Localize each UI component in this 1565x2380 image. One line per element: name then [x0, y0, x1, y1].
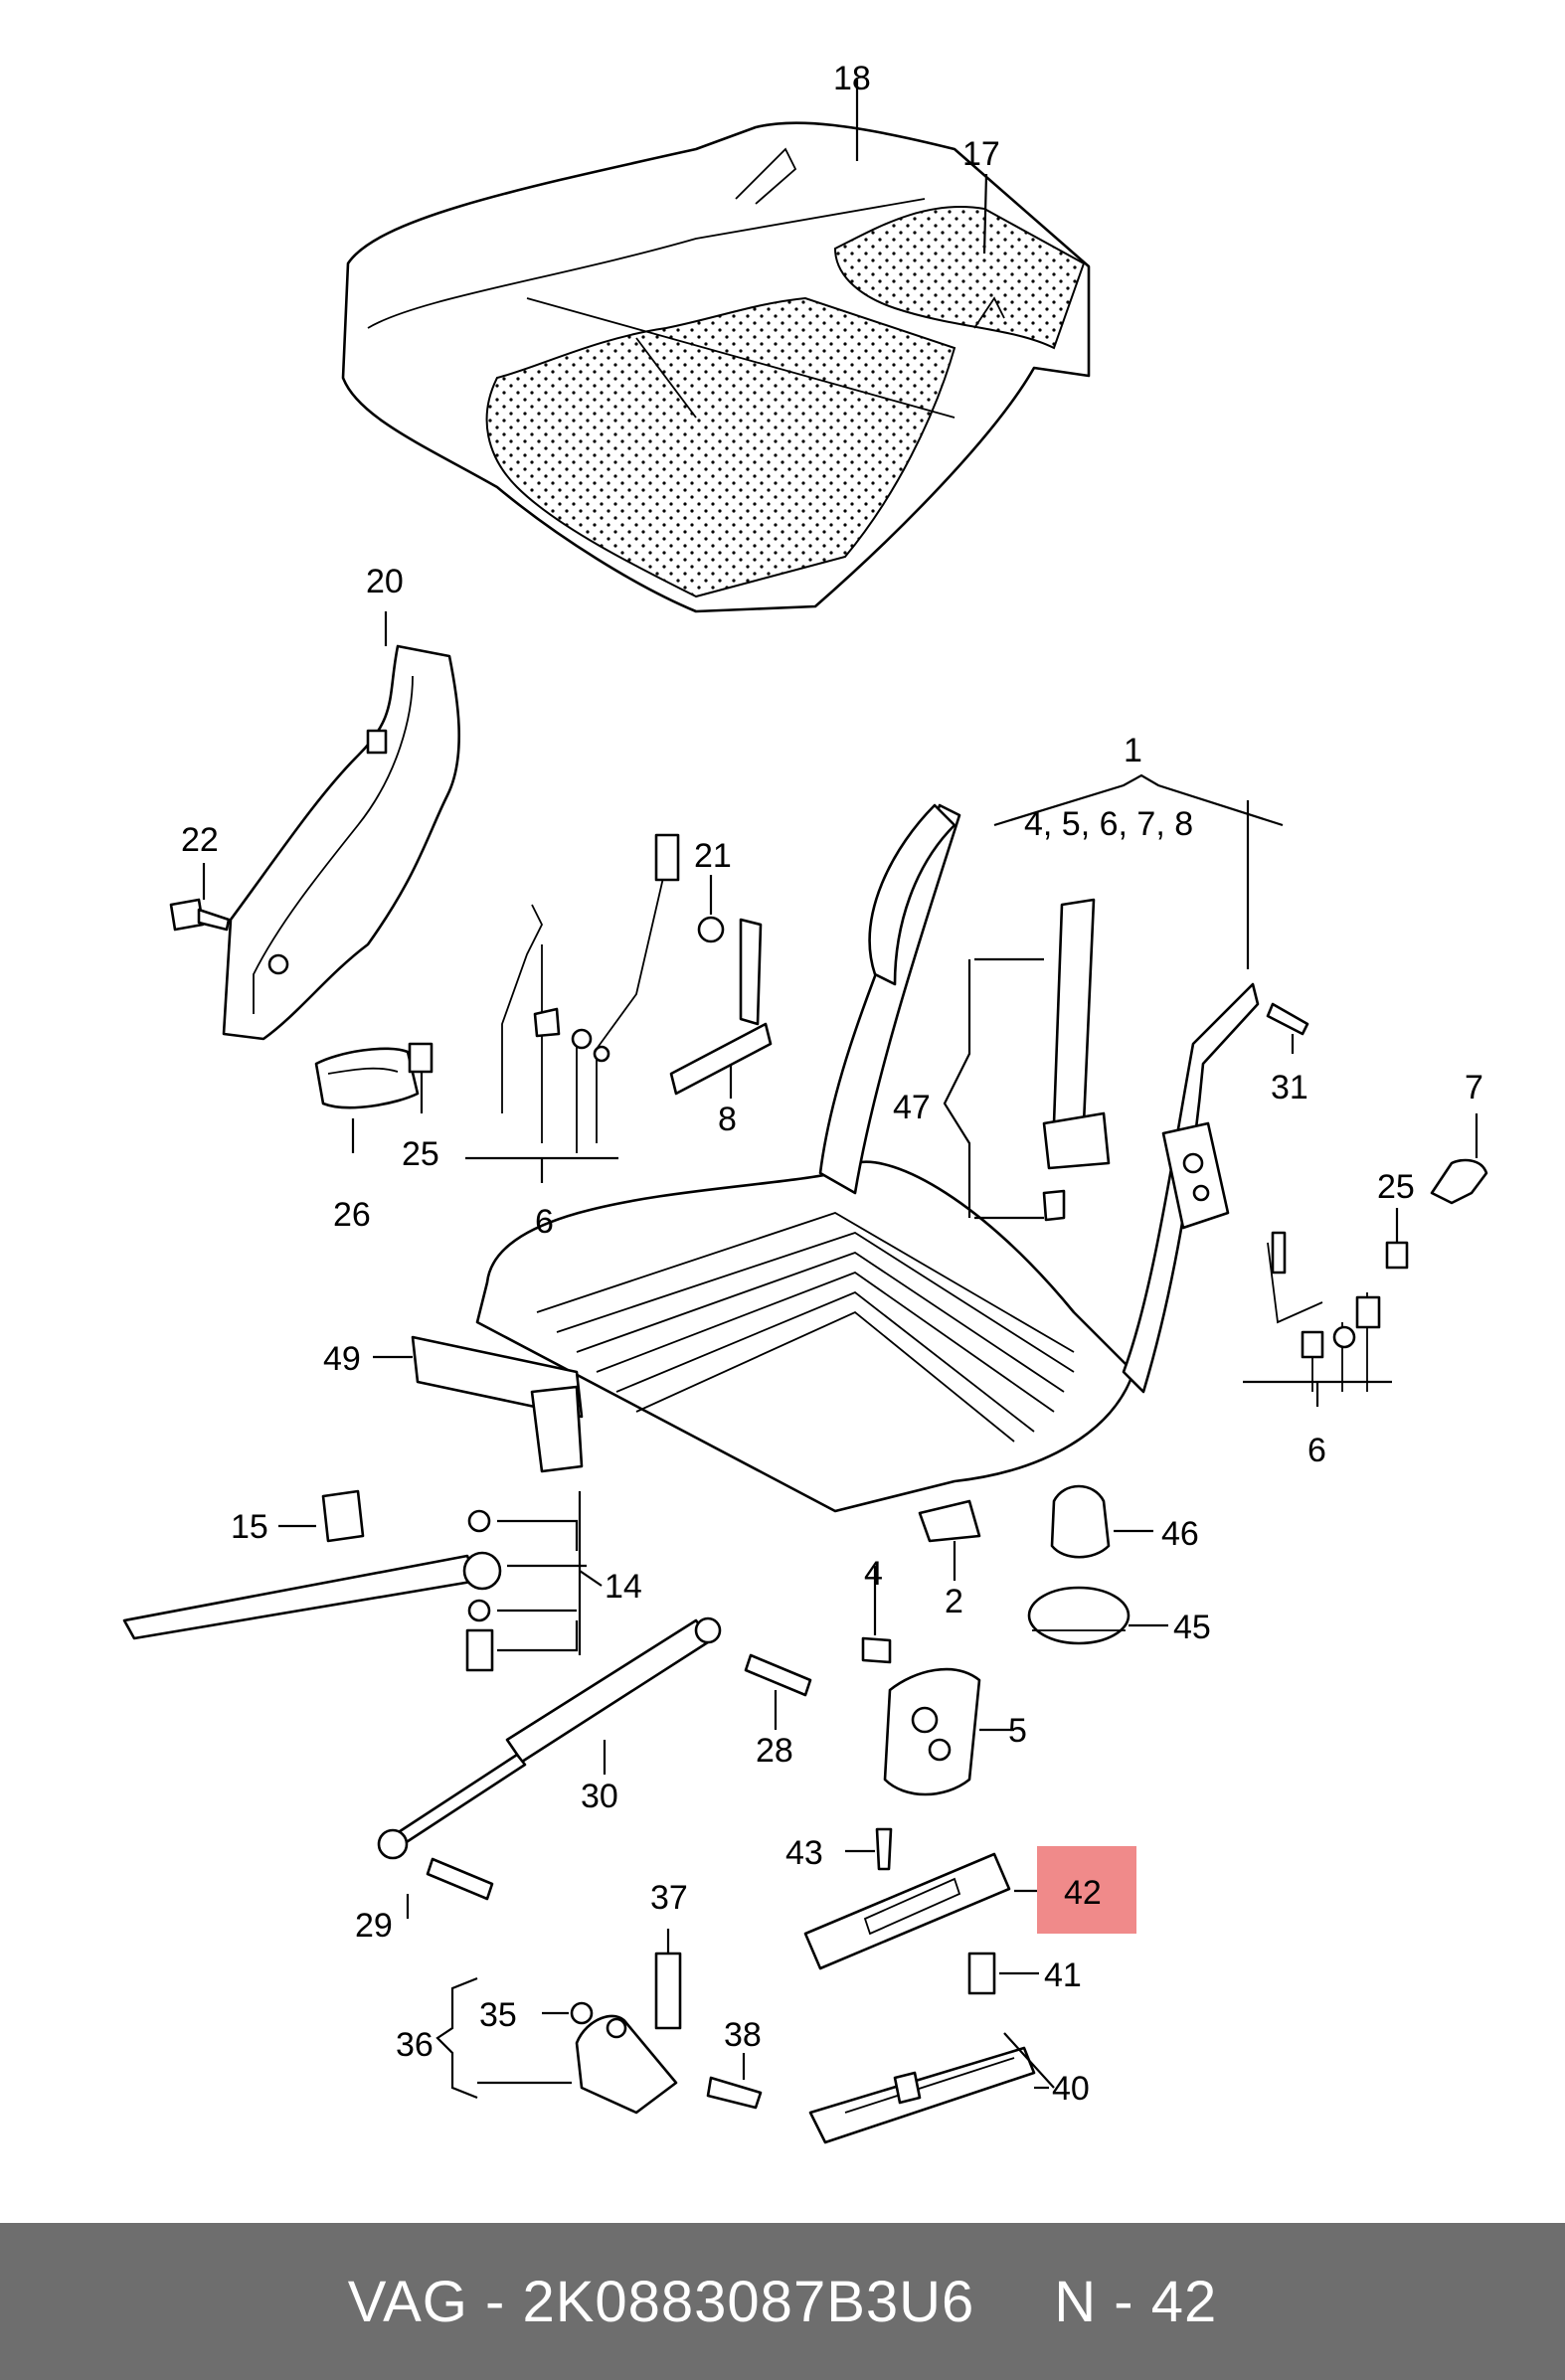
label-part-45: 45	[1173, 1609, 1211, 1646]
bolt-41	[967, 1952, 996, 1995]
label-part-20: 20	[366, 563, 404, 600]
bolt-38	[706, 2076, 763, 2110]
label-part-7: 7	[1465, 1069, 1483, 1106]
footer-part-code: VAG - 2K0883087B3U6	[347, 2269, 975, 2334]
label-part-1: 1	[1124, 732, 1142, 769]
label-part-17: 17	[962, 135, 1000, 173]
label-part-36: 36	[396, 2026, 434, 2064]
label-part-8: 8	[718, 1101, 737, 1138]
cover-42	[803, 1852, 1011, 1970]
strap-8	[669, 918, 773, 1096]
label-part-4: 4	[864, 1555, 883, 1593]
gas-strut-30	[377, 1616, 722, 1860]
label-part-40: 40	[1052, 2070, 1090, 2108]
label-part-42: 42	[1064, 1874, 1102, 1912]
label-part-37: 37	[650, 1879, 688, 1917]
label-part-21: 21	[694, 837, 732, 875]
label-part-30: 30	[581, 1778, 618, 1815]
belt-47	[1042, 898, 1111, 1222]
label-part-41: 41	[1044, 1956, 1082, 1994]
rail-40	[808, 2046, 1036, 2144]
label-part-25-left: 25	[402, 1135, 439, 1173]
label-part-31: 31	[1271, 1069, 1308, 1106]
label-part-43: 43	[785, 1834, 823, 1872]
clip-25-right	[1385, 1241, 1409, 1270]
label-part-47: 47	[893, 1089, 931, 1126]
footer-diagram-number: N - 42	[1054, 2269, 1218, 2334]
label-part-15: 15	[231, 1508, 268, 1546]
clip-49	[411, 1335, 584, 1473]
label-part-2: 2	[945, 1583, 963, 1620]
label-2	[918, 1499, 981, 1543]
nut-21	[697, 916, 725, 943]
label-part-26: 26	[333, 1196, 371, 1234]
label-part-1-subparts: 4, 5, 6, 7, 8	[1024, 805, 1193, 843]
label-part-18: 18	[833, 60, 871, 97]
hook-7	[1430, 1158, 1488, 1205]
bracket-36	[575, 2014, 678, 2115]
cap-26	[314, 1047, 420, 1109]
highlight-box-42	[1037, 1846, 1136, 1934]
label-part-38: 38	[724, 2016, 762, 2054]
seat-cushion	[341, 121, 1091, 613]
exploded-parts-diagram: 18 17 20 22 21 1 4, 5, 6, 7, 8 47 31 7 8…	[122, 60, 1488, 2144]
label-part-5: 5	[1008, 1712, 1027, 1750]
bolt-31	[1266, 1002, 1309, 1036]
cap-46	[1050, 1484, 1111, 1559]
label-part-28: 28	[756, 1732, 793, 1770]
label-part-25-right: 25	[1377, 1168, 1415, 1206]
label-part-6-right: 6	[1307, 1432, 1326, 1469]
clip-43	[875, 1827, 893, 1871]
label-part-22: 22	[181, 821, 219, 859]
bolt-28	[744, 1653, 812, 1697]
label-part-35: 35	[479, 1996, 517, 2034]
clip-25-left	[408, 1042, 434, 1074]
label-part-14: 14	[605, 1568, 642, 1606]
label-part-29: 29	[355, 1907, 393, 1945]
bolt-29	[426, 1857, 494, 1901]
rod-14	[122, 1509, 502, 1672]
seat-frame	[475, 803, 1260, 1513]
bolt-22	[169, 898, 231, 932]
label-part-6-left: 6	[535, 1203, 554, 1241]
part-number-footer: VAG - 2K0883087B3U6 N - 42	[0, 2223, 1565, 2380]
hinge-5	[883, 1667, 981, 1796]
side-trim-panel	[222, 644, 460, 1041]
label-part-49: 49	[323, 1340, 361, 1378]
spring-set-6-left	[501, 833, 680, 1153]
bolt-4	[861, 1636, 892, 1664]
cap-45	[1027, 1586, 1130, 1645]
nut-35	[570, 2001, 594, 2025]
label-part-46: 46	[1161, 1515, 1199, 1553]
bolt-37	[654, 1952, 682, 2030]
spring-set-6-right	[1267, 1231, 1381, 1392]
clip-15	[321, 1489, 365, 1543]
